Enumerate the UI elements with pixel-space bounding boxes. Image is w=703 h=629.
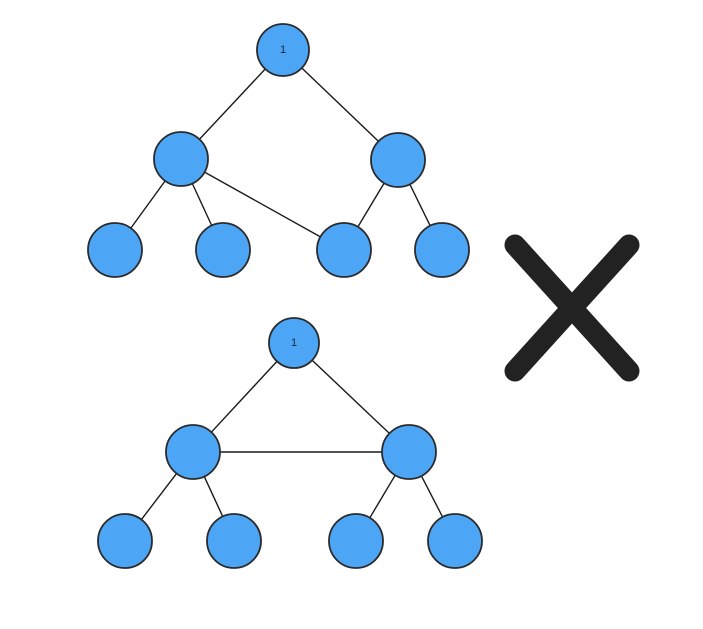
nodes-layer: 11 bbox=[87, 23, 483, 569]
graph-node[interactable] bbox=[427, 513, 483, 569]
marks-layer bbox=[504, 234, 640, 382]
graph-node[interactable]: 1 bbox=[256, 23, 310, 77]
graph-edge bbox=[210, 360, 278, 433]
node-circle[interactable] bbox=[370, 132, 426, 188]
graph-edge bbox=[357, 182, 385, 228]
graph-node[interactable] bbox=[328, 513, 384, 569]
graph-edge bbox=[204, 171, 321, 238]
node-circle[interactable] bbox=[195, 222, 251, 278]
graph-node[interactable] bbox=[97, 513, 153, 569]
node-circle[interactable] bbox=[206, 513, 262, 569]
graph-edge bbox=[191, 183, 213, 226]
graph-node[interactable] bbox=[206, 513, 262, 569]
edges-layer bbox=[130, 67, 444, 520]
graph-node[interactable] bbox=[87, 222, 143, 278]
graph-node[interactable] bbox=[370, 132, 426, 188]
graph-edge bbox=[198, 68, 266, 140]
node-circle[interactable] bbox=[268, 317, 320, 369]
node-circle[interactable] bbox=[427, 513, 483, 569]
cross-stroke bbox=[504, 234, 640, 382]
node-circle[interactable] bbox=[153, 131, 209, 187]
graph-node[interactable] bbox=[414, 222, 470, 278]
node-circle[interactable] bbox=[87, 222, 143, 278]
graph-edge bbox=[311, 359, 390, 434]
graph-edge bbox=[369, 474, 396, 519]
node-circle[interactable] bbox=[165, 424, 221, 480]
graph-node[interactable] bbox=[195, 222, 251, 278]
node-circle[interactable] bbox=[256, 23, 310, 77]
graph-node[interactable]: 1 bbox=[268, 317, 320, 369]
graph-node[interactable] bbox=[165, 424, 221, 480]
graph-node[interactable] bbox=[316, 222, 372, 278]
graph-edge bbox=[409, 183, 431, 227]
graph-edge bbox=[301, 67, 379, 142]
graph-node[interactable] bbox=[153, 131, 209, 187]
graph-edge bbox=[130, 180, 166, 229]
cross-icon bbox=[504, 234, 640, 382]
graph-edge bbox=[203, 476, 224, 517]
node-circle[interactable] bbox=[328, 513, 384, 569]
node-circle[interactable] bbox=[381, 424, 437, 480]
node-circle[interactable] bbox=[316, 222, 372, 278]
graph-node[interactable] bbox=[381, 424, 437, 480]
node-circle[interactable] bbox=[97, 513, 153, 569]
node-circle[interactable] bbox=[414, 222, 470, 278]
graph-edge bbox=[140, 473, 178, 520]
graph-edge bbox=[420, 475, 444, 518]
